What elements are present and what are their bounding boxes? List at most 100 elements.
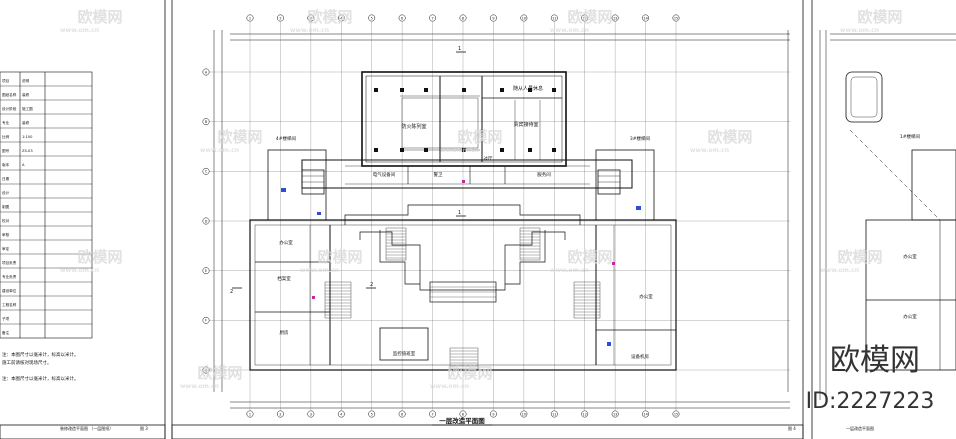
watermark-site: www.om.cn [840,27,879,34]
front-corridor [301,159,633,189]
grid-column-label: 4 [340,17,342,21]
right-sheet-title: 一层改造平面图 [846,425,874,431]
watermark-brand: 欧模网 [217,128,262,146]
grid-bubble [276,14,284,22]
watermark-brand: 欧模网 [457,128,502,146]
grid-column-label: 9 [492,413,494,417]
table-cell-value: 说明 [22,78,30,83]
watermark-site: www.om.cn [550,27,589,34]
grid-column-label: 13 [613,17,617,21]
grid-row-label: G [205,368,208,372]
table-cell-key: 设计 [2,190,10,195]
grid-bubble [202,118,210,126]
section-mark-2a: 2 [230,289,233,295]
room-electrical: 电气设备间 [373,171,396,178]
table-cell-key: 图纸名称 [2,92,17,97]
section-mark-1b: 1 [458,210,461,216]
grid-column-label: 4 [340,413,342,417]
room-office-right: 办公室 [639,293,653,300]
grid-column-label: 8 [462,413,464,417]
grid-column-label: 7 [431,17,433,21]
grid-column-label: 15 [674,17,678,21]
grid-bubble [459,410,467,418]
grid-bubble [202,167,210,175]
grid-bubble [202,267,210,275]
watermark-site: www.om.cn [200,147,239,154]
watermark-site: www.om.cn [820,267,859,274]
grid-column-label: 5 [371,413,373,417]
watermark-brand: 欧模网 [197,364,242,382]
watermark-brand: 欧模网 [567,8,612,26]
watermark-brand: 欧模网 [707,128,752,146]
section-mark-2b: 2 [370,282,373,288]
grid-row-label: B [205,120,208,124]
grid-column-label: 9 [492,17,494,21]
grid-bubble [489,410,497,418]
grid-column-label: 2 [279,413,281,417]
grid-column-label: 11 [552,17,556,21]
grid-column-label: 3 [310,17,312,21]
room-labels: 防火陈列室 随从人员休息 贵宾接待室 电气设备间 警卫 过厅 服务间 办公室 档… [276,85,653,360]
table-cell-key: 版本 [2,162,10,167]
label-stair-left: 4#楼梯间 [276,135,297,142]
grid-column-label: 10 [522,17,526,21]
left-info-table [0,71,93,339]
table-cell-key: 项目 [2,78,9,83]
grid-column-label: 6 [401,413,403,417]
central-court-outline [344,204,581,303]
grid-bubble [368,14,376,22]
grid-row-label: F [205,319,207,323]
room-office-left: 办公室 [279,239,293,246]
drawing-title: 一层改造平面图 [439,416,485,425]
watermark-site: www.om.cn [550,267,589,274]
room-reception: 贵宾接待室 [513,121,538,128]
table-cell-key: 图号 [2,148,10,153]
grid-column-label: 7 [431,413,433,417]
grid-bubble [520,410,528,418]
grid-bubble [642,14,650,22]
grid-column-label: 12 [583,17,587,21]
watermark-site: www.om.cn [430,383,469,390]
grid-column-label: 1 [249,17,251,21]
corner-id-watermark: ID:2227223 [806,389,935,414]
watermark-brand: 欧模网 [567,248,612,266]
grid-column-label: 5 [371,17,373,21]
table-cell-key: 设计阶段 [2,106,17,111]
grid-bubble [581,410,589,418]
room-equipment: 设备机房 [631,353,649,360]
grid-row-label: D [205,219,208,223]
right-partial-labels: 1#楼梯间 办公室 办公室 一层改造平面图 [846,133,921,431]
right-partial-plan [819,30,956,400]
grid-bubble [520,14,528,22]
left-footer-label: 装修改造平面图 （一层图纸） [60,425,113,431]
watermark-site: www.om.cn [180,383,219,390]
watermark-site: www.om.cn [690,147,729,154]
grid-column-label: 12 [583,413,587,417]
table-cell-value: 装修 [22,120,30,125]
upper-hall-columns [374,88,556,152]
top-dimension-lines [213,30,790,409]
room-kitchen: 厨房 [280,329,289,336]
grid-row-label: C [205,170,208,174]
grid-bubble [307,410,315,418]
grid-column-label: 1 [249,413,251,417]
grid-row-label: E [205,269,207,273]
table-cell-key: 制图 [2,204,10,209]
table-cell-value: ZS-03 [22,149,33,153]
watermark-brand: 欧模网 [837,248,882,266]
grid-bubble [429,410,437,418]
table-cell-value: 施工图 [22,106,33,111]
table-cell-value: A [22,163,25,167]
grid-column-label: 6 [401,17,403,21]
left-note-3: 注：本图尺寸以毫米计，标高以米计。 [2,375,79,382]
room-companion: 随从人员休息 [513,85,543,92]
corner-brand-watermark: 欧模网 [830,343,920,378]
left-note-2: 施工前请核对现场尺寸。 [2,359,52,366]
grid-bubble [581,14,589,22]
label-stair-right: 3#楼梯间 [630,135,651,142]
watermark-brand: 欧模网 [447,364,492,382]
grid-bubble [489,14,497,22]
room-corridor: 过厅 [484,155,493,162]
grid-column-label: 8 [462,17,464,21]
